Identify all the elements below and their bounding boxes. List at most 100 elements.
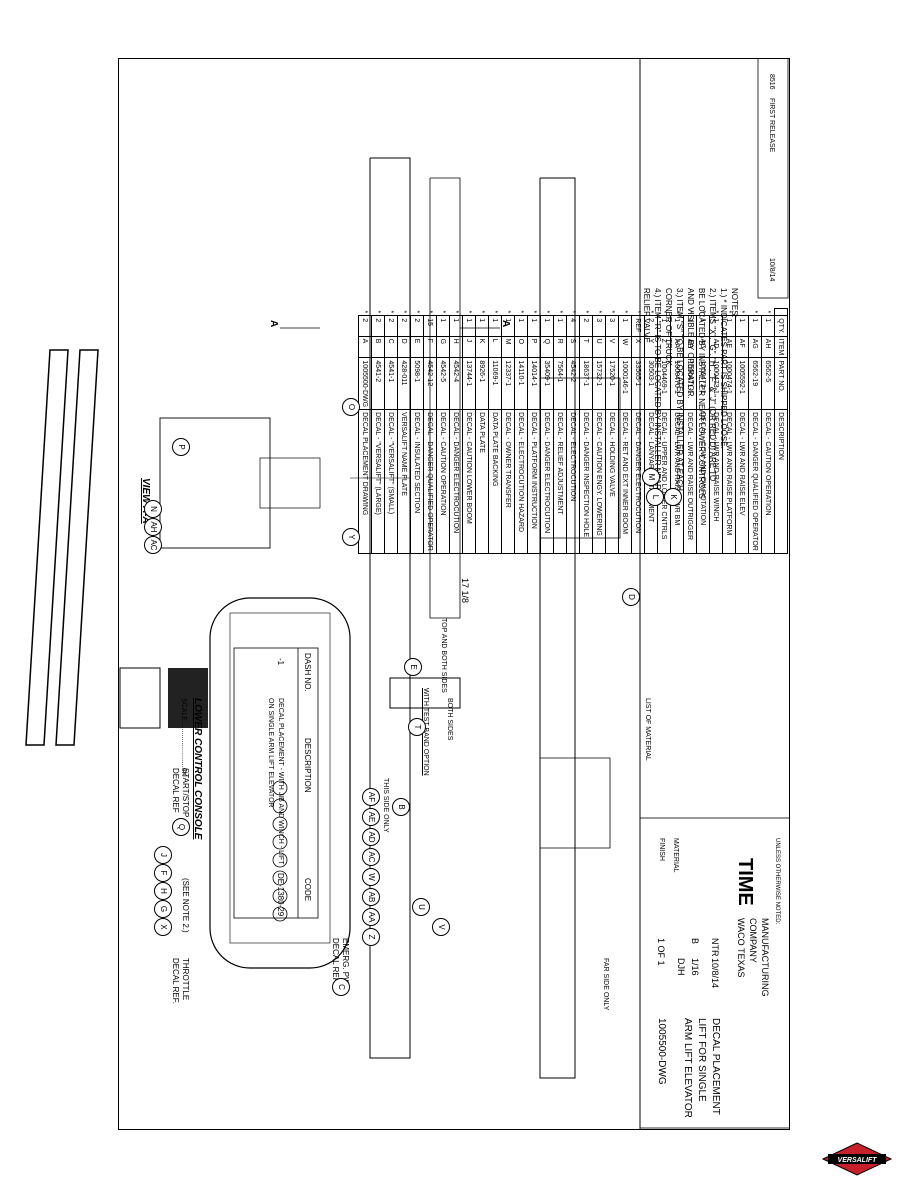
bom-cell: DECAL - DANGER ELECTROCUTION <box>540 409 554 554</box>
bom-cell: B <box>371 336 385 358</box>
bom-cell: 1 <box>540 315 554 337</box>
list-of-material: LIST OF MATERIAL <box>644 698 651 761</box>
linework <box>119 58 790 1130</box>
bom-cell: 1000474-1 <box>722 357 736 410</box>
bom-shipped-loose-marker: * <box>738 310 746 314</box>
bom-shipped-loose-marker: * <box>478 310 486 314</box>
balloon-k: K <box>664 488 682 506</box>
bom-cell: 2 <box>384 315 398 337</box>
balloon-ab: AB <box>362 888 380 906</box>
bom-shipped-loose-marker: * <box>413 310 421 314</box>
bom-cell: K <box>475 336 489 358</box>
bom-cell: DECAL PLACEMENT DRAWING <box>358 409 372 554</box>
bom-cell: 1004469-1 <box>657 357 671 410</box>
balloon-aa-ah: AH <box>144 518 162 536</box>
bom-cell: 1000472-1 <box>696 357 710 410</box>
drawing-sheet <box>118 58 790 1130</box>
bom-cell: 1 <box>527 315 541 337</box>
bom-shipped-loose-marker: * <box>712 310 720 314</box>
bom-cell: REF <box>631 315 645 337</box>
dash-code: DE-1380-29 <box>276 873 285 917</box>
bom-cell: 1000146-1 <box>618 357 632 410</box>
bom-shipped-loose-marker: * <box>699 310 707 314</box>
drawn-date: 10/8/14 <box>710 958 720 989</box>
bom-cell: 2 <box>579 315 593 337</box>
appr-value: DJH <box>676 958 686 976</box>
balloon-aa-n: N <box>144 500 162 518</box>
bom-cell: AE <box>722 336 736 358</box>
bom-cell: DECAL - DANGER QUALIFIED OPERATOR <box>748 409 762 554</box>
bom-cell: 1 <box>722 315 736 337</box>
bom-cell: 1 <box>514 315 528 337</box>
bom-cell: 15 <box>423 315 437 337</box>
bom-shipped-loose-marker: * <box>543 310 551 314</box>
this-side-only-label: THIS SIDE ONLY <box>382 778 389 833</box>
bom-shipped-loose-marker: * <box>569 310 577 314</box>
balloon-e: E <box>404 658 422 676</box>
bom-cell: DATA PLATE <box>475 409 489 554</box>
bom-cell: DECAL - INSULATED SECTION <box>410 409 424 554</box>
bom-cell: 14110-1 <box>514 357 528 410</box>
bom-cell: 5098-1 <box>410 357 424 410</box>
bom-cell: DECAL - LWR AND RAISE WINCH <box>709 409 723 554</box>
balloon-j: J <box>154 846 172 864</box>
balloon-af: AF <box>362 788 380 806</box>
scale-value: 1/16 <box>690 958 700 976</box>
balloon-h: H <box>154 882 172 900</box>
bom-cell: U <box>592 336 606 358</box>
dash-header-no: DASH NO. <box>303 653 312 692</box>
bom-cell: G <box>436 336 450 358</box>
balloon-m: M <box>642 468 660 486</box>
see-note-label: (SEE NOTE 2.) <box>181 878 190 933</box>
versalift-logo: VERSALIFT <box>822 1142 892 1176</box>
title-line1: DECAL PLACEMENT <box>710 1018 721 1115</box>
balloon-z: Z <box>362 928 380 946</box>
section-mark-a-top: A <box>500 320 511 328</box>
console-title: LOWER CONTROL CONSOLE <box>192 698 203 840</box>
bom-cell: DECAL - ELECTROCUTION HAZARD <box>514 409 528 554</box>
bom-cell: 14014-1 <box>527 357 541 410</box>
bom-cell: 2 <box>358 315 372 337</box>
balloon-ad: AD <box>362 828 380 846</box>
balloon-l: L <box>646 488 664 506</box>
bom-cell: 4541-1 <box>384 357 398 410</box>
bom-header-cell: DESCRIPTION <box>774 409 788 554</box>
revision-first-release: FIRST RELEASE <box>768 98 775 153</box>
bom-cell: 1 <box>553 315 567 337</box>
bom-cell: DECAL - ELECTROCUTION <box>566 409 580 554</box>
bom-cell: 12337-1 <box>501 357 515 410</box>
bom-cell: VERSALIFT NAME PLATE <box>397 409 411 554</box>
bom-shipped-loose-marker: * <box>673 310 681 314</box>
bom-cell: 3 <box>592 315 606 337</box>
balloon-u: U <box>412 898 430 916</box>
bom-shipped-loose-marker: * <box>530 310 538 314</box>
bom-cell: 11069-1 <box>488 357 502 410</box>
balloon-f: F <box>154 864 172 882</box>
bom-cell: DECAL - DANGER QUALIFIED OPERATOR <box>423 409 437 554</box>
bom-cell: 1 <box>735 315 749 337</box>
bom-cell: AG <box>748 336 762 358</box>
bom-cell: DECAL - RET AND EXT INNER BOOM <box>618 409 632 554</box>
bom-cell: 1 <box>618 315 632 337</box>
bom-cell: DECAL - DANGER INSPECTION HOLE <box>579 409 593 554</box>
bom-cell: 8926-1 <box>475 357 489 410</box>
company-location: WACO TEXAS <box>736 918 746 978</box>
bom-shipped-loose-marker: * <box>504 310 512 314</box>
bom-cell: R <box>553 336 567 358</box>
bom-cell: DECAL - "VERSALIFT" (SMALL) <box>384 409 398 554</box>
bom-cell: 1 <box>475 315 489 337</box>
